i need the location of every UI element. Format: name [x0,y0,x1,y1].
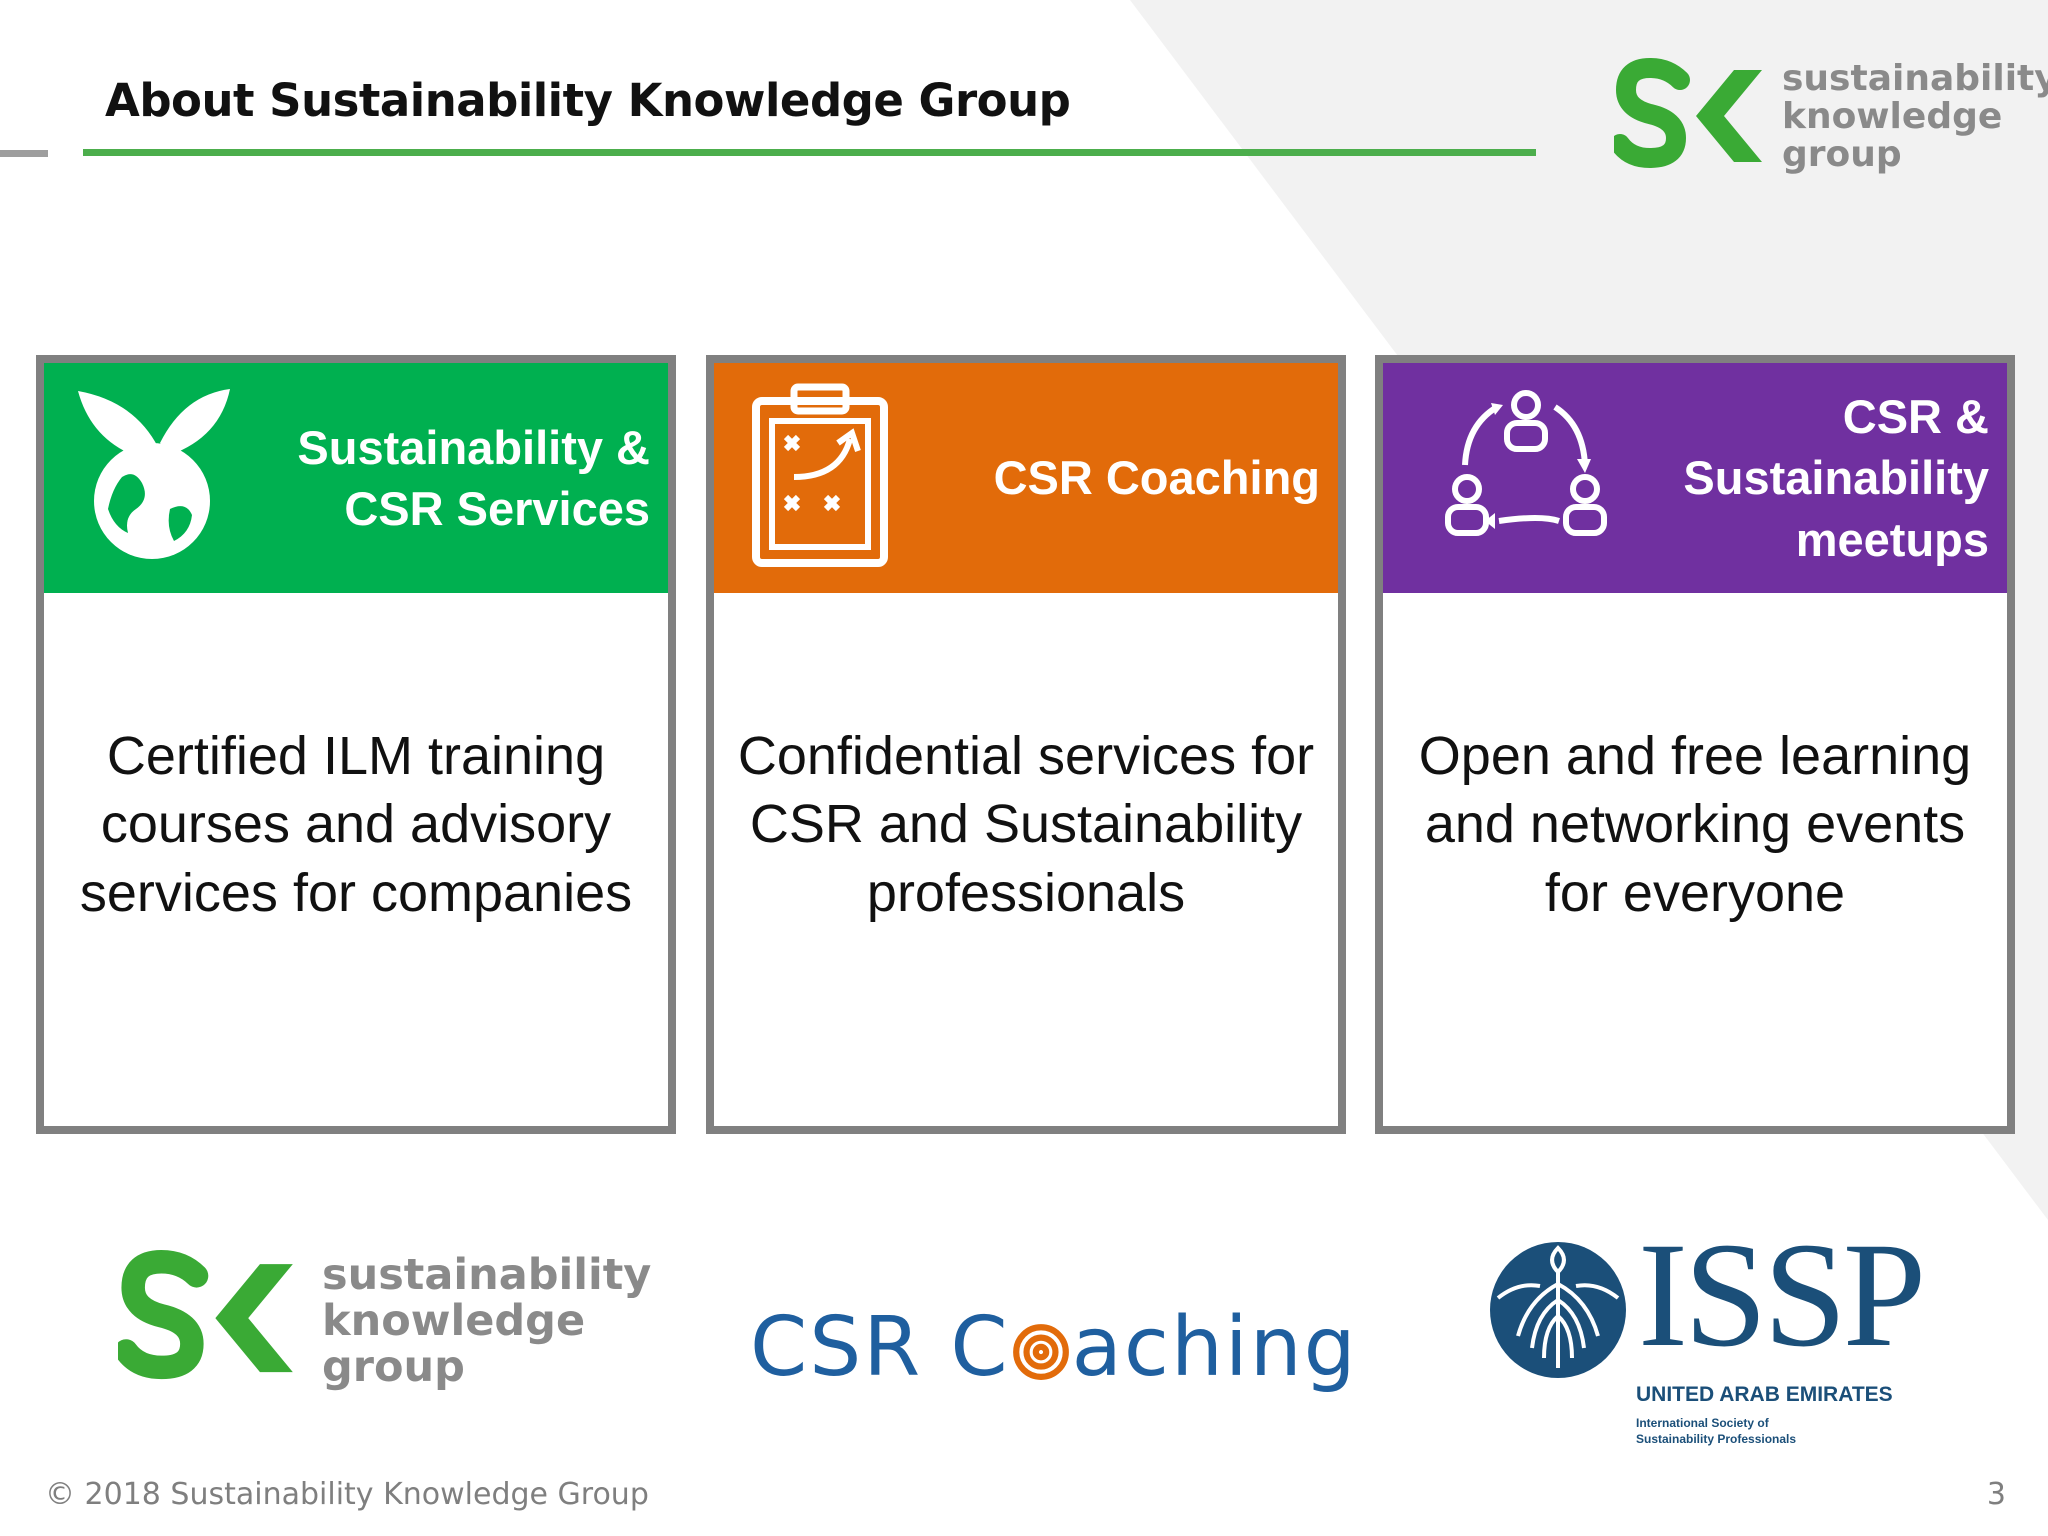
brand-word-1: sustainability [1782,58,2048,99]
card-header: Sustainability & CSR Services [44,363,668,593]
sk-monogram-icon [1614,58,1762,169]
issp-emblem-icon [1490,1242,1626,1378]
brand-word-2: knowledge [322,1296,586,1346]
plant-globe-icon [78,389,230,559]
issp-logo: ISSP UNITED ARAB EMIRATES International … [1488,1220,1928,1450]
left-accent-bar [0,150,48,157]
brand-word-2: knowledge [1782,96,2003,137]
card-title: Sustainability & CSR Services [297,420,650,535]
brand-word-3: group [1782,134,1902,175]
csr-logo-text-start: CSR C [750,1300,1010,1395]
issp-letters: ISSP [1638,1212,1926,1378]
orange-swirl-icon [1012,1324,1069,1380]
issp-country: UNITED ARAB EMIRATES [1636,1383,1893,1406]
issp-full-name: International Society of Sustainability … [1636,1416,1797,1447]
csr-logo-text-end: aching [1071,1300,1358,1395]
sk-logo-top: sustainability knowledge group [1614,58,2048,188]
service-card-meetups: CSR & Sustainability meetups Open and fr… [1375,355,2015,1134]
title-underline [83,149,1536,156]
card-header: CSR Coaching [714,363,1338,593]
card-description: Confidential services for CSR and Sustai… [737,725,1315,923]
card-title: CSR Coaching [993,451,1320,505]
page-number: 3 [1986,1477,2006,1512]
sk-logo-bottom: sustainability knowledge group [118,1250,651,1400]
slide-title: About Sustainability Knowledge Group [105,74,1071,127]
people-network-icon [1445,390,1607,536]
footer-copyright: © 2018 Sustainability Knowledge Group [45,1477,649,1512]
brand-word-1: sustainability [322,1250,652,1300]
service-card-csr-coaching: CSR Coaching Confidential services for C… [706,355,1346,1134]
brand-word-3: group [322,1342,465,1392]
clipboard-strategy-icon [752,383,888,567]
service-card-sustainability: Sustainability & CSR Services Certified … [36,355,676,1134]
card-header: CSR & Sustainability meetups [1383,363,2007,593]
csr-coaching-logo: CSR C aching [750,1300,1358,1395]
card-description: Certified ILM training courses and advis… [79,725,633,923]
sk-monogram-icon [118,1250,293,1380]
card-description: Open and free learning and networking ev… [1418,725,1972,923]
card-title: CSR & Sustainability meetups [1683,390,1989,566]
